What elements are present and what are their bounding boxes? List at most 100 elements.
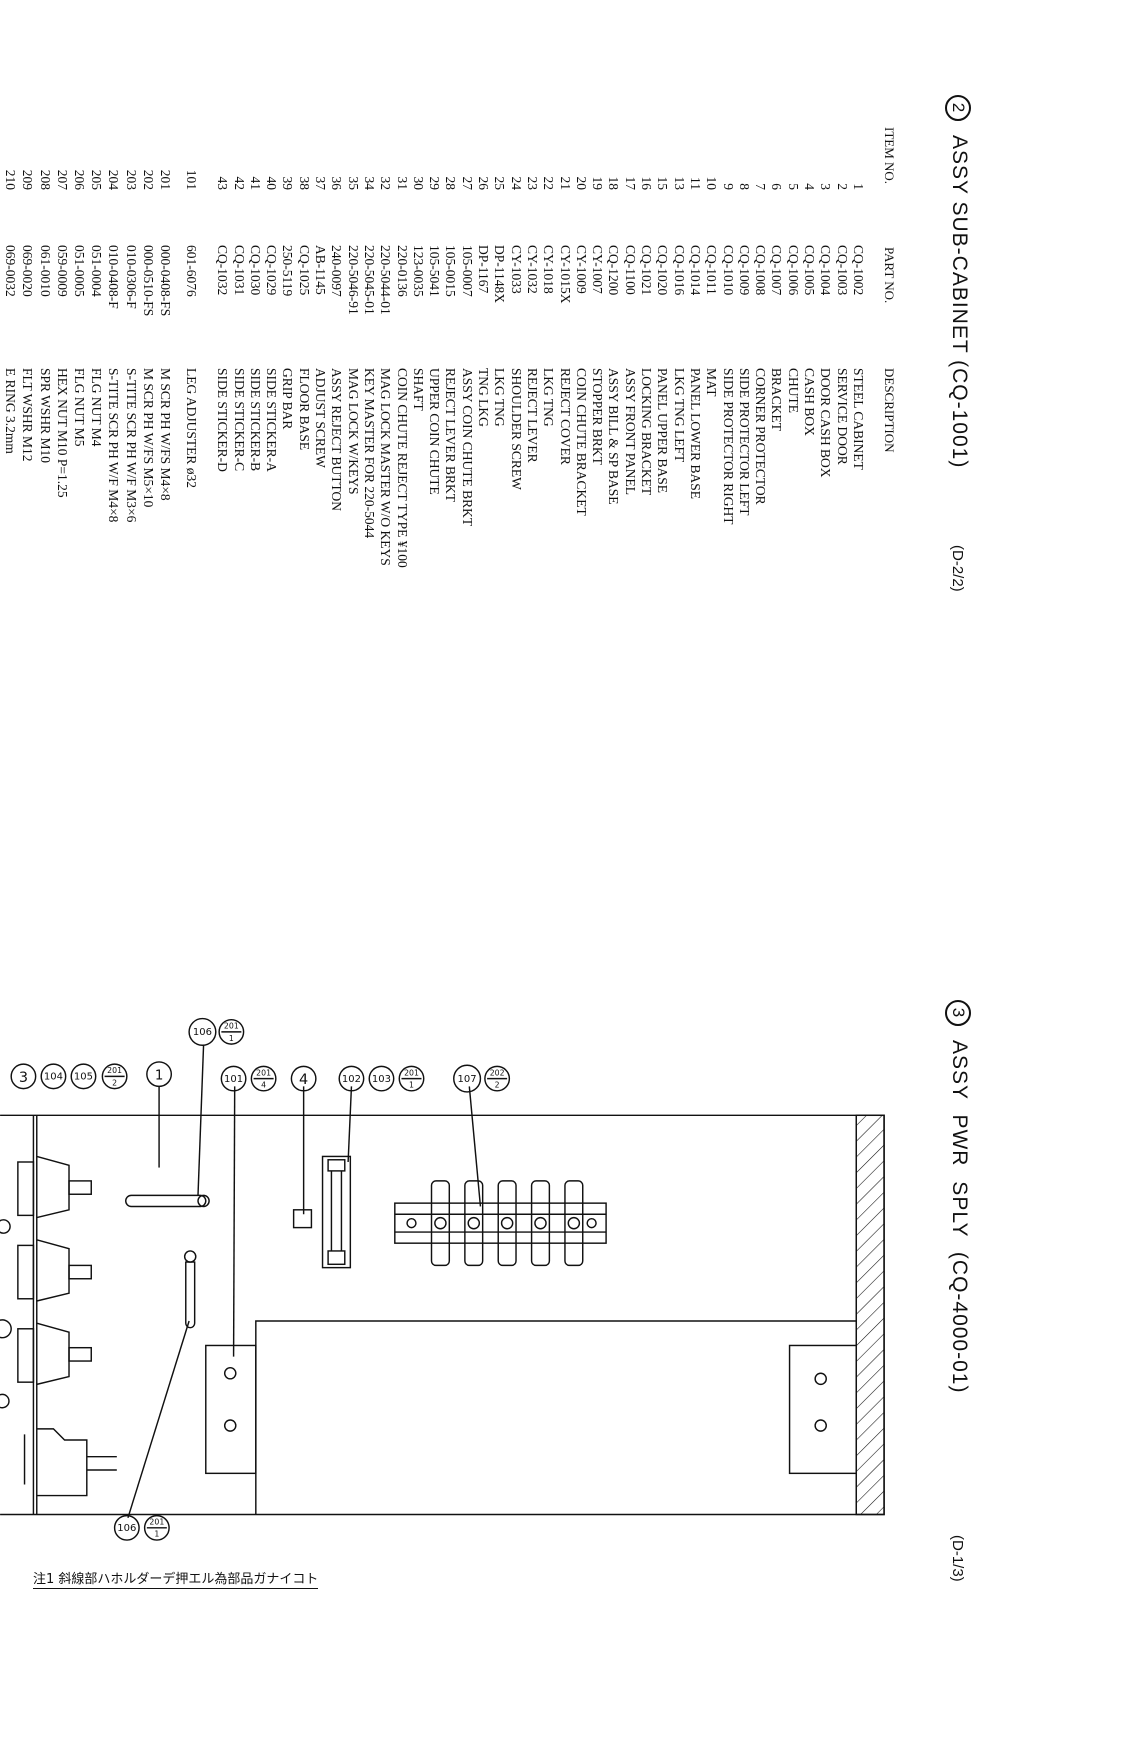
part-number: CY-1007: [590, 245, 606, 294]
header-part-no: PART NO.: [882, 247, 897, 304]
callout-201-2-bottom: 2: [112, 1078, 117, 1087]
part-description: LEG ADJUSTER ø32: [184, 368, 199, 489]
connector-2: [17, 1239, 92, 1302]
connector-4: [23, 1428, 117, 1497]
terminal-strip: [394, 1180, 607, 1267]
part-number: CY-1015X: [557, 245, 573, 304]
connector-3: [17, 1322, 92, 1386]
item-number: 27: [459, 176, 475, 191]
part-description: FLOOR BASE: [296, 368, 312, 451]
item-number: 36: [329, 176, 345, 191]
item-number: 204: [106, 169, 122, 190]
part-description: CASH BOX: [802, 368, 818, 436]
item-number: 11: [688, 177, 703, 190]
part-number: CQ-1021: [639, 245, 655, 296]
item-number: 205: [89, 169, 105, 190]
part-number: CQ-1030: [247, 245, 263, 296]
left-bracket: [205, 1344, 257, 1475]
part-description: LKG TNG LEFT: [671, 368, 687, 463]
item-number: 6: [769, 183, 785, 190]
item-number: 8: [736, 183, 752, 190]
callout-103: 103: [372, 1074, 391, 1085]
item-number: 38: [296, 176, 312, 191]
item-number: 35: [345, 176, 361, 191]
part-number: 051-0004: [89, 245, 105, 297]
item-number: 25: [492, 176, 508, 191]
section-3-heading: 3ASSY PWR SPLY (CQ-4000-01): [945, 1000, 971, 1393]
part-number: CQ-1008: [753, 245, 769, 296]
part-number: CY-1018: [541, 245, 557, 294]
part-description: REJECT LEVER BRKT: [443, 368, 459, 503]
part-description: LKG TNG: [492, 368, 508, 427]
part-number: CQ-1007: [769, 245, 785, 296]
part-description: SIDE STICKER-C: [231, 368, 247, 472]
part-description: ASSY BILL & SP BASE: [606, 368, 622, 505]
part-description: SIDE STICKER-B: [247, 368, 263, 472]
item-number: 1: [851, 183, 866, 190]
callout-106: 106: [193, 1027, 212, 1038]
part-number: 061-0006: [0, 245, 1, 297]
item-number: 23: [525, 176, 540, 191]
part-description: SPR WSHR M6: [0, 368, 1, 456]
part-number: 059-0009: [54, 245, 70, 297]
part-number: 250-5119: [280, 245, 296, 297]
callout-202-2-top: 202: [490, 1068, 505, 1077]
part-number: DP-1148X: [492, 245, 508, 304]
part-description: REJECT LEVER: [525, 368, 540, 463]
item-number: 101: [184, 169, 199, 190]
hatched-area: [855, 1114, 885, 1516]
section-2-heading: 2ASSY SUB-CABINET (CQ-1001): [945, 95, 971, 468]
part-description: CHUTE: [785, 368, 801, 413]
section-3-page-ref: (D-1/3): [949, 1535, 966, 1582]
part-number: CQ-1016: [671, 245, 687, 296]
part-description: STEEL CABINET: [851, 368, 866, 470]
item-number: 16: [639, 176, 655, 191]
part-number: CQ-1002: [851, 245, 866, 296]
header-description: DESCRIPTION: [882, 368, 897, 453]
callout-201-2-top: 201: [107, 1066, 122, 1075]
part-number: 240-0097: [329, 245, 345, 297]
callout-102: 102: [342, 1074, 361, 1085]
part-number: CY-1009: [573, 245, 589, 294]
part-number: CQ-1006: [785, 245, 801, 296]
part-description: FLG NUT M5: [72, 368, 87, 447]
item-number: 210: [3, 169, 19, 190]
part-description: S-TITE SCR PH W/F M4×8: [106, 368, 122, 523]
part-description: MAG LOCK MASTER W/O KEYS: [378, 368, 394, 566]
part-number: 069-0020: [20, 245, 36, 297]
item-number: 18: [606, 176, 622, 191]
callout-1: 1: [155, 1069, 163, 1084]
section-2-page-ref: (D-2/2): [949, 545, 966, 592]
part-description: ASSY FRONT PANEL: [622, 368, 638, 496]
part-description: LKG TNG: [541, 368, 557, 427]
item-number: 3: [818, 183, 834, 190]
part-description: UPPER COIN CHUTE: [427, 368, 443, 495]
item-number: 7: [753, 183, 769, 190]
connector-1: [17, 1155, 92, 1219]
section-3-title: ASSY PWR SPLY (CQ-4000-01): [948, 1040, 971, 1394]
item-number: 34: [362, 176, 377, 191]
callout-4: 4: [299, 1072, 308, 1088]
section-number-badge: 2: [945, 95, 971, 121]
part-number: 105-5041: [427, 245, 443, 297]
part-description: FLT WSHR M12: [20, 368, 36, 462]
part-number: 069-0032: [3, 245, 19, 297]
part-description: COIN CHUTE BRACKET: [573, 368, 589, 516]
right-bracket: [788, 1344, 858, 1475]
part-description: SIDE PROTECTOR LEFT: [736, 368, 752, 516]
part-number: 000-0510-FS: [140, 245, 156, 317]
callout-201-1b-bottom: 1: [409, 1080, 414, 1089]
item-number: 15: [655, 176, 671, 191]
part-number: CQ-1009: [736, 245, 752, 296]
part-description: CORNER PROTECTOR: [753, 368, 769, 505]
part-number: CQ-1029: [264, 245, 280, 296]
item-number: 203: [123, 169, 139, 190]
part-description: MAG LOCK W/KEYS: [345, 368, 361, 495]
part-description: S-TITE SCR PH W/F M3×6: [123, 368, 139, 523]
item-number: 208: [37, 169, 53, 190]
part-description: GRIP BAR: [280, 368, 296, 430]
callout-201-1c-bottom: 1: [154, 1530, 159, 1539]
part-number: CY-1033: [508, 245, 524, 294]
item-number: 40: [264, 176, 280, 191]
callout-201-4-bottom: 4: [261, 1080, 266, 1089]
